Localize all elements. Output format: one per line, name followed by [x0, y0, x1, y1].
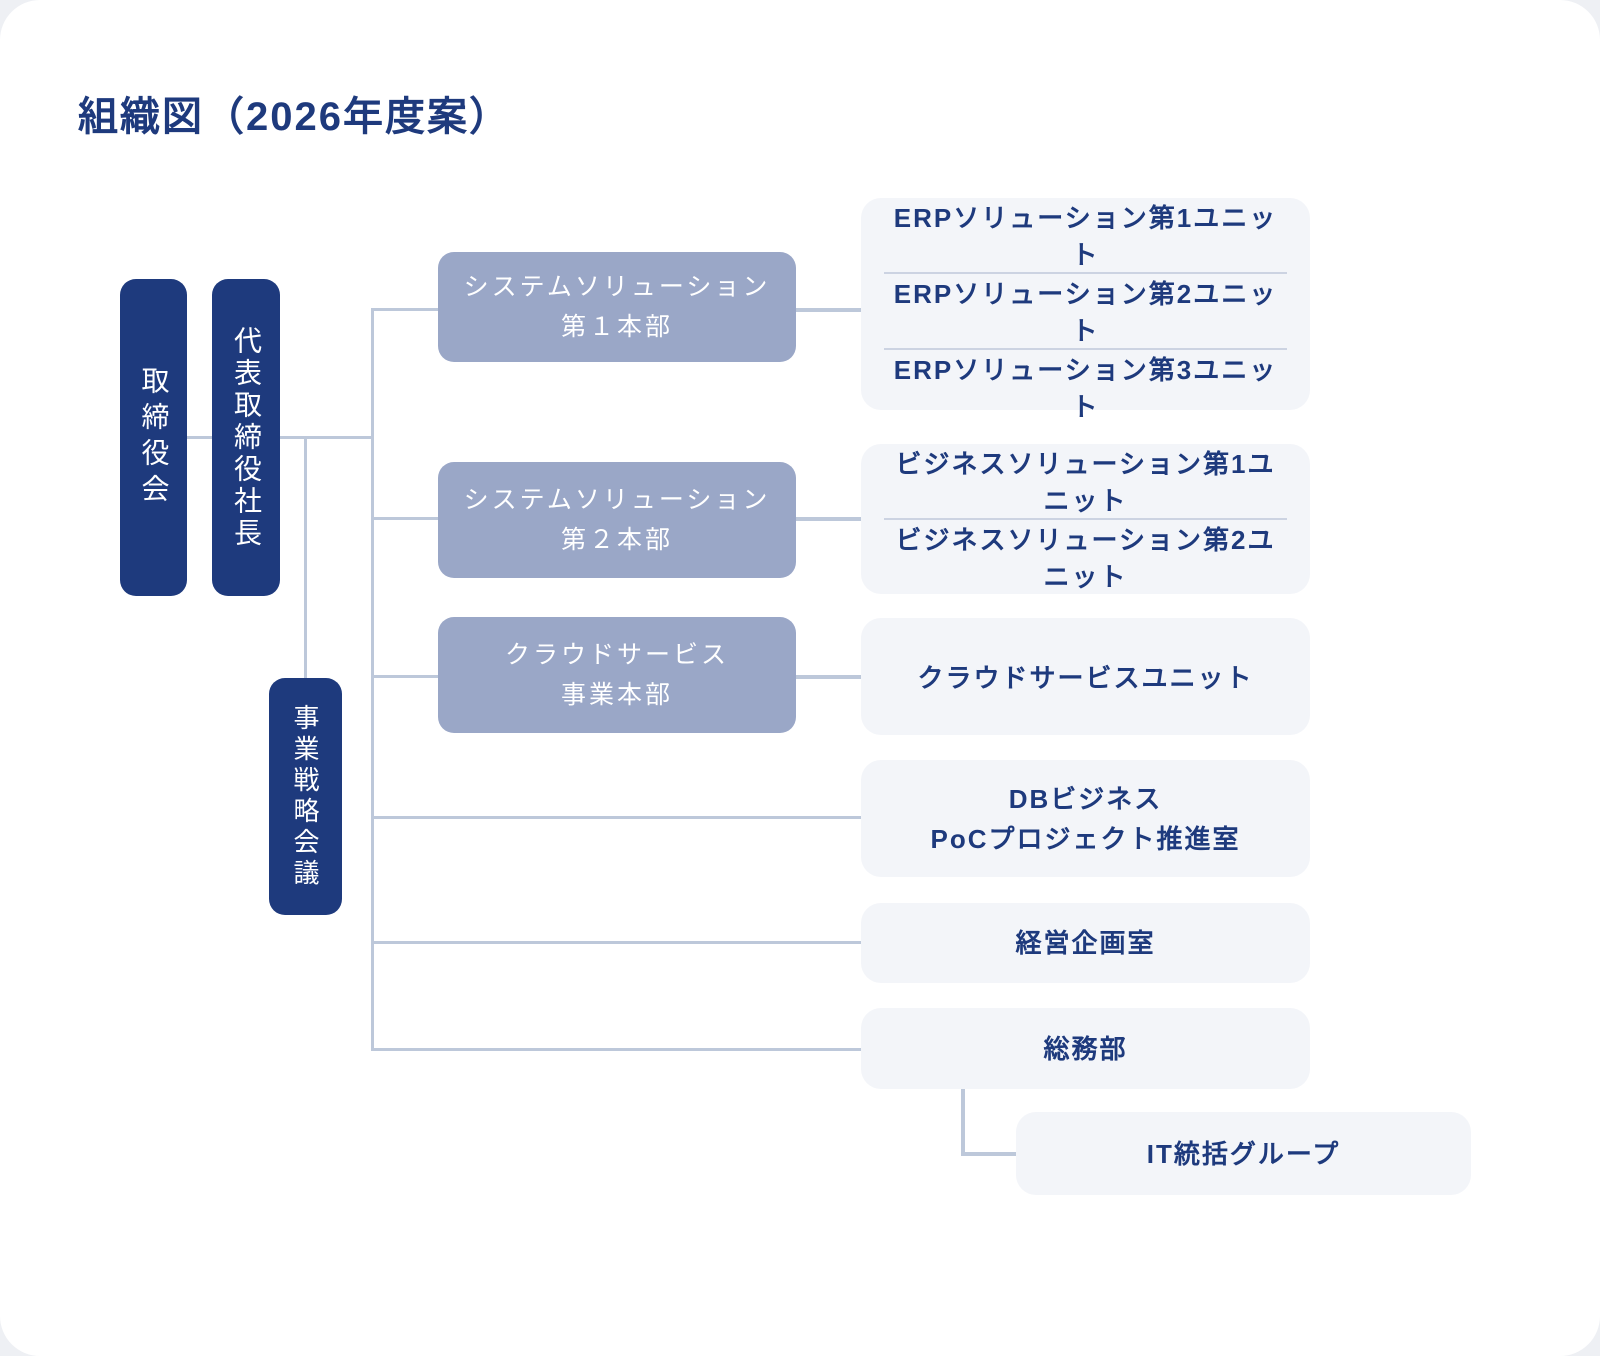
node-board: 取締役会	[120, 279, 187, 596]
connector-branch-db-office	[371, 816, 861, 819]
node-division-system2: システムソリューション 第２本部	[438, 462, 796, 578]
node-it-group: IT統括グループ	[1016, 1112, 1471, 1195]
node-strategy-council-label: 事業戦略会議	[290, 703, 320, 890]
node-business-unit-1: ビジネスソリューション第1ユニット	[895, 449, 1276, 516]
division-label-line1: クラウドサービス	[504, 641, 729, 669]
sub-office-label: IT統括グループ	[1146, 1138, 1341, 1169]
connector-strategy-drop	[304, 436, 307, 678]
node-soumu-department: 総務部	[861, 1008, 1310, 1089]
connector-branch-division2	[371, 517, 438, 520]
node-board-label: 取締役会	[138, 365, 170, 510]
node-db-poc-office: DBビジネス PoCプロジェクト推進室	[861, 760, 1310, 877]
node-cloud-unit: クラウドサービスユニット	[917, 663, 1254, 693]
connector-branch-keiei	[371, 941, 861, 944]
connector-president-trunk	[280, 436, 374, 439]
connector-division3-units	[796, 675, 861, 679]
office-label-line1: 総務部	[1043, 1033, 1128, 1064]
connector-division1-units	[796, 308, 861, 312]
node-strategy-council: 事業戦略会議	[269, 678, 342, 915]
connector-division2-units	[796, 517, 861, 521]
page-title: 組織図（2026年度案）	[78, 95, 511, 139]
node-president: 代表取締役社長	[212, 279, 280, 596]
panel-cloud-unit: クラウドサービスユニット	[861, 618, 1310, 735]
connector-branch-division1	[371, 308, 438, 311]
node-business-unit-2: ビジネスソリューション第2ユニット	[884, 518, 1287, 594]
node-erp-unit-3: ERPソリューション第3ユニット	[884, 348, 1287, 424]
office-label-line2: PoCプロジェクト推進室	[930, 823, 1241, 854]
node-division-cloud: クラウドサービス 事業本部	[438, 617, 796, 733]
division-label-line2: 事業本部	[560, 681, 673, 709]
division-label-line2: 第１本部	[560, 313, 673, 341]
node-division-system1: システムソリューション 第１本部	[438, 252, 796, 362]
connector-soumu-drop	[961, 1089, 965, 1156]
connector-trunk	[371, 308, 374, 1051]
node-keiei-kikaku-office: 経営企画室	[861, 903, 1310, 983]
connector-board-president	[180, 436, 220, 439]
connector-soumu-it	[961, 1152, 1016, 1156]
office-label-line1: DBビジネス	[1008, 783, 1163, 814]
connector-branch-division3	[371, 675, 438, 678]
node-erp-unit-2: ERPソリューション第2ユニット	[884, 272, 1287, 348]
division-label-line1: システムソリューション	[463, 273, 771, 301]
panel-erp-units: ERPソリューション第1ユニット ERPソリューション第2ユニット ERPソリュ…	[861, 198, 1310, 422]
node-erp-unit-1: ERPソリューション第1ユニット	[893, 203, 1278, 270]
panel-business-units: ビジネスソリューション第1ユニット ビジネスソリューション第2ユニット	[861, 444, 1310, 594]
connector-branch-soumu	[371, 1048, 861, 1051]
node-president-label: 代表取締役社長	[231, 325, 262, 550]
office-label-line1: 経営企画室	[1015, 928, 1156, 958]
division-label-line1: システムソリューション	[463, 486, 771, 514]
division-label-line2: 第２本部	[560, 526, 673, 554]
